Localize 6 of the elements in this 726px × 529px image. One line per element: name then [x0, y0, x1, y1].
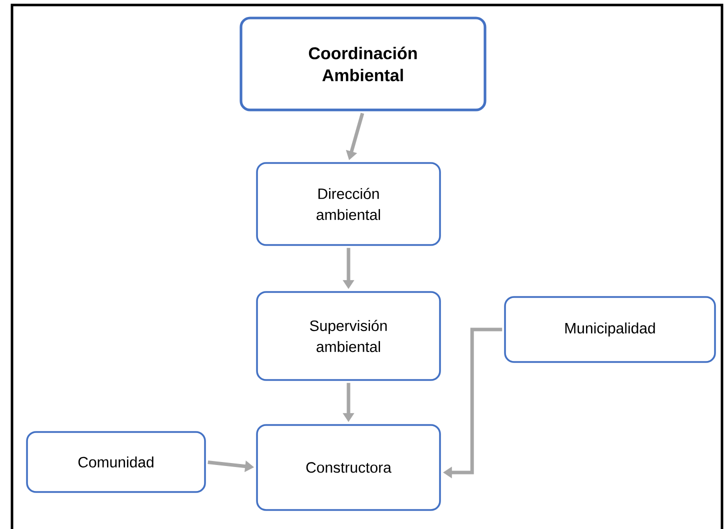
process-box: Dirección ambiental [256, 162, 441, 246]
process-box: Municipalidad [504, 296, 716, 363]
process-box: Constructora [256, 424, 441, 511]
process-box: Comunidad [26, 431, 206, 493]
process-box: Supervisión ambiental [256, 291, 441, 381]
heading-box: Coordinación Ambiental [240, 16, 486, 112]
